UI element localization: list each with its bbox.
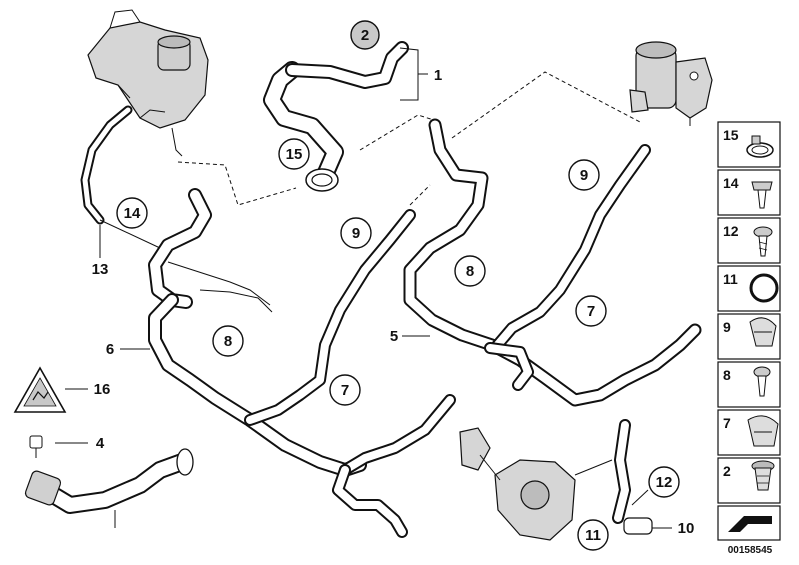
svg-text:7: 7 — [723, 415, 731, 431]
callout-4[interactable]: 4 — [96, 435, 105, 452]
right-coolant-hose-assembly — [403, 118, 702, 407]
expansion-tank — [87, 9, 209, 157]
callout-1[interactable]: 1 — [434, 67, 442, 84]
svg-text:8: 8 — [466, 263, 474, 280]
svg-text:15: 15 — [723, 127, 739, 143]
callout-9a[interactable]: 9 — [340, 217, 372, 249]
warning-triangle-icon — [13, 366, 67, 413]
legend-item-12[interactable]: 12 — [717, 217, 781, 264]
svg-text:9: 9 — [352, 225, 360, 242]
callout-12[interactable]: 12 — [648, 466, 680, 498]
upper-coolant-hose — [263, 41, 409, 192]
callout-7b[interactable]: 7 — [329, 374, 361, 406]
callout-14[interactable]: 14 — [116, 197, 148, 229]
expanding-rivet-icon — [753, 366, 771, 397]
callout-8b[interactable]: 8 — [212, 325, 244, 357]
screw-icon — [753, 226, 773, 257]
svg-text:7: 7 — [341, 382, 349, 399]
legend-item-14[interactable]: 14 — [717, 169, 781, 216]
hose-holder-icon — [747, 415, 779, 447]
hose-clamp-icon — [746, 135, 774, 158]
svg-text:7: 7 — [587, 303, 595, 320]
leader-dashed-tank — [177, 161, 297, 206]
svg-text:6: 6 — [106, 341, 114, 358]
legend-item-7[interactable]: 7 — [717, 409, 781, 456]
coolant-valve-unit — [629, 41, 713, 126]
svg-text:10: 10 — [678, 520, 695, 537]
svg-text:14: 14 — [124, 205, 141, 222]
svg-text:9: 9 — [723, 319, 731, 335]
callout-11[interactable]: 11 — [577, 519, 609, 551]
callout-8a[interactable]: 8 — [454, 255, 486, 287]
callout-13[interactable]: 13 — [92, 261, 109, 278]
legend-item-9[interactable]: 9 — [717, 313, 781, 360]
svg-text:15: 15 — [286, 146, 303, 163]
svg-text:9: 9 — [580, 167, 588, 184]
legend-panel: 15 14 12 11 — [717, 121, 781, 556]
svg-text:1: 1 — [434, 67, 442, 84]
leader-dashed-right — [409, 184, 431, 206]
legend-item-2[interactable]: 2 — [717, 457, 781, 504]
callout-2[interactable]: 2 — [350, 20, 380, 50]
svg-text:14: 14 — [723, 175, 739, 191]
svg-text:2: 2 — [361, 27, 369, 44]
lower-left-hose — [24, 435, 194, 528]
callout-9b[interactable]: 9 — [568, 159, 600, 191]
callout-15[interactable]: 15 — [278, 138, 310, 170]
plug-icon — [751, 460, 775, 491]
callout-5[interactable]: 5 — [390, 328, 398, 345]
arrow-icon — [728, 516, 772, 532]
leader-12 — [631, 489, 649, 506]
auxiliary-water-pump — [459, 419, 653, 541]
svg-text:13: 13 — [92, 261, 109, 278]
callout-7a[interactable]: 7 — [575, 295, 607, 327]
svg-text:11: 11 — [723, 271, 738, 287]
svg-text:16: 16 — [94, 381, 111, 398]
svg-text:12: 12 — [723, 223, 739, 239]
legend-direction-arrow — [717, 505, 781, 541]
expanding-rivet-icon — [751, 181, 773, 209]
left-coolant-hose-assembly — [80, 105, 456, 538]
svg-text:11: 11 — [585, 527, 601, 544]
legend-item-11[interactable]: 11 — [717, 265, 781, 312]
hose-holder-icon — [749, 317, 777, 347]
svg-text:8: 8 — [723, 367, 731, 383]
catalog-number: 00158545 — [728, 545, 773, 556]
leader-1 — [399, 47, 428, 101]
svg-text:5: 5 — [390, 328, 398, 345]
callout-6[interactable]: 6 — [106, 341, 114, 358]
legend-item-15[interactable]: 15 — [717, 121, 781, 168]
o-ring-icon — [749, 273, 779, 303]
svg-text:12: 12 — [656, 474, 673, 491]
callout-16[interactable]: 16 — [94, 381, 111, 398]
svg-text:8: 8 — [224, 333, 232, 350]
svg-text:2: 2 — [723, 463, 731, 479]
leader-dashed-valve — [451, 71, 641, 139]
legend-item-8[interactable]: 8 — [717, 361, 781, 408]
leader-dashed-upper — [359, 114, 441, 151]
svg-text:4: 4 — [96, 435, 105, 452]
callout-10[interactable]: 10 — [678, 520, 695, 537]
